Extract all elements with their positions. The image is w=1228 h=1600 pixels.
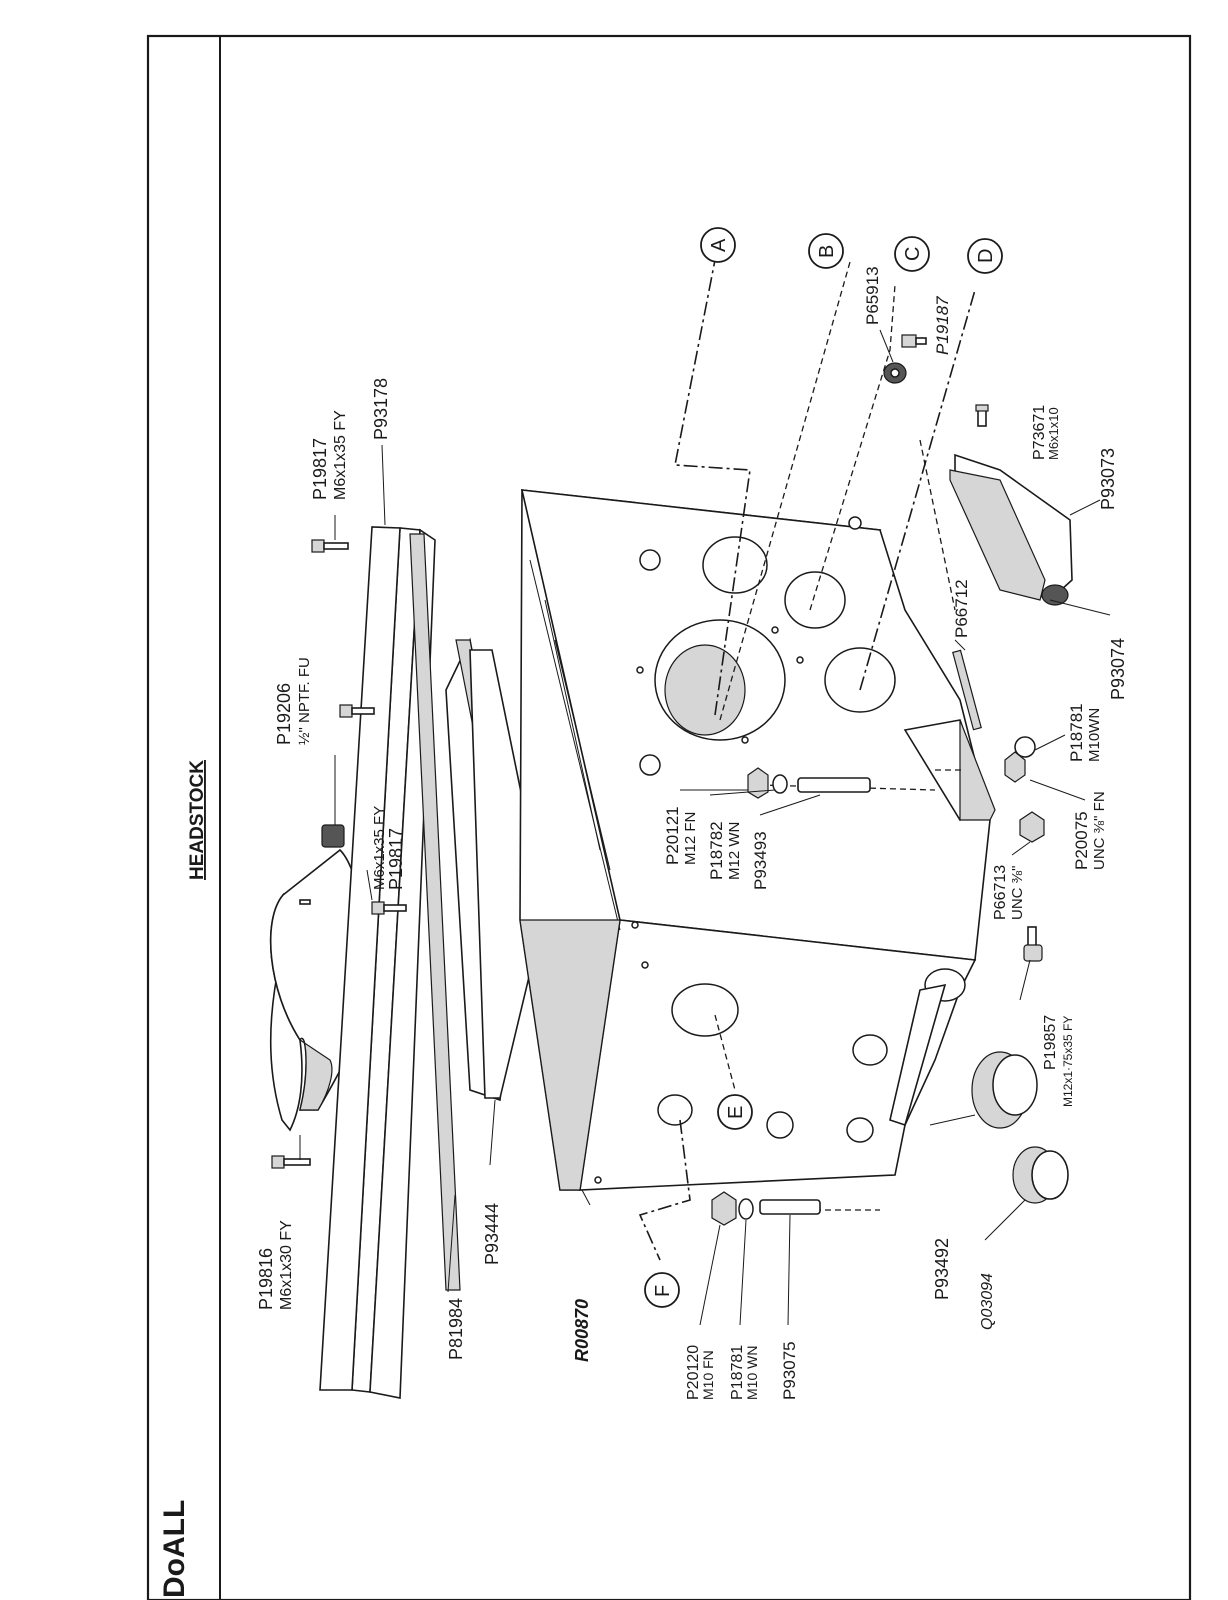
label-leaders: [299, 329, 1111, 1326]
label-p18781-right-spec: M10WN: [1086, 708, 1103, 762]
label-p19816: P19816: [256, 1248, 276, 1310]
callout-d: D: [967, 238, 1003, 274]
nut-p66713: [1019, 811, 1045, 843]
nut-p20121: [747, 767, 769, 799]
label-p93073: P93073: [1098, 448, 1118, 510]
label-p20121-spec: M12 FN: [682, 812, 699, 865]
callout-c: C: [894, 236, 930, 272]
screw-p73671: [975, 404, 989, 427]
callout-a: A: [700, 227, 736, 263]
stud-p66712: [952, 649, 982, 731]
label-p19817-top: P19817: [310, 438, 330, 500]
label-p93074: P93074: [1108, 638, 1128, 700]
label-p20075-spec: UNC ⅜" FN: [1091, 791, 1108, 870]
label-p18781-left-spec: M10 WN: [744, 1346, 760, 1400]
callout-c-label: C: [902, 247, 924, 261]
label-p19206: P19206: [274, 683, 294, 745]
label-p18781-left: P18781: [729, 1345, 746, 1400]
nut-p20120: [711, 1191, 737, 1226]
label-p65913: P65913: [863, 266, 882, 325]
label-p19817-mid: P19817: [386, 828, 406, 890]
page-title: HEADSTOCK: [187, 760, 208, 880]
label-p19187: P19187: [933, 296, 952, 355]
label-p66712: P66712: [952, 579, 971, 638]
callout-b: B: [808, 233, 844, 269]
callout-b-label: B: [816, 245, 838, 258]
fitting-p19187: [901, 334, 927, 348]
label-p19857: P19857: [1042, 1015, 1059, 1070]
label-p66713: P66713: [992, 865, 1009, 920]
label-p18781-right: P18781: [1067, 703, 1086, 762]
callout-f-label: F: [652, 1285, 674, 1297]
label-p19816-spec: M6x1x30 FY: [278, 1220, 295, 1310]
label-p19857-spec: M12x1·75x35 FY: [1061, 1016, 1075, 1107]
brand-logo: DoALL: [158, 1500, 191, 1598]
callout-a-label: A: [708, 238, 730, 252]
label-p73671: P73671: [1031, 405, 1048, 460]
washer-p18781-left: [738, 1198, 754, 1220]
headstock-body: [519, 488, 996, 1191]
callout-f: F: [644, 1272, 680, 1308]
label-p18782: P18782: [707, 821, 726, 880]
label-p93492: P93492: [932, 1238, 952, 1300]
bracket-p93073: [949, 453, 1073, 601]
label-p20120-spec: M10 FN: [700, 1350, 716, 1400]
brand-logo-text: DoALL: [158, 1500, 191, 1598]
leader-lines: [638, 259, 976, 1261]
sleeve-p93492: [971, 1051, 1038, 1129]
nut-p20075: [1004, 751, 1026, 783]
label-q03094: Q03094: [979, 1273, 996, 1330]
part-labels: P19817 M6x1x35 FY P93178 P19206 ½" NPTF.…: [256, 266, 1128, 1400]
fitting-p65913: [883, 362, 907, 384]
hardware: [271, 334, 1073, 1226]
callout-e: E: [717, 1094, 753, 1130]
washer-p18782: [772, 774, 788, 794]
callout-e-label: E: [725, 1106, 747, 1119]
stud-p93075: [759, 1199, 821, 1215]
gasket-plates: [409, 533, 546, 1291]
label-p20120: P20120: [685, 1345, 702, 1400]
label-p66713-spec: UNC ⅜": [1009, 866, 1026, 921]
label-p93178: P93178: [371, 378, 391, 440]
plug-p19206: [321, 824, 345, 848]
label-p20121: P20121: [663, 806, 682, 865]
label-p19817-mid-spec: M6x1x35 FY: [371, 806, 388, 890]
page-border: [146, 34, 1192, 1600]
cap-q03094: [1012, 1146, 1069, 1204]
label-p18782-spec: M12 WN: [726, 822, 743, 880]
label-p81984: P81984: [446, 1298, 466, 1360]
label-r00870: R00870: [572, 1299, 592, 1362]
label-p73671-spec: M6x1x10: [1046, 407, 1061, 460]
callout-d-label: D: [975, 249, 997, 263]
screw-p19816: [271, 1155, 311, 1169]
top-plate-frame: [299, 526, 436, 1399]
screw-p19817-top: [311, 539, 349, 553]
screw-p19817-mid: [339, 704, 407, 915]
label-p20075: P20075: [1072, 811, 1091, 870]
label-p93444: P93444: [482, 1203, 502, 1265]
screw-p19857: [1023, 926, 1043, 962]
stud-p93493: [797, 777, 871, 793]
label-p93493: P93493: [751, 831, 770, 890]
label-p19206-spec: ½" NPTF. FU: [296, 657, 313, 745]
label-p93075: P93075: [780, 1341, 799, 1400]
washer-p18781-right: [1014, 736, 1036, 758]
label-p19817-top-spec: M6x1x35 FY: [332, 410, 349, 500]
pad-p93074: [1041, 584, 1069, 606]
